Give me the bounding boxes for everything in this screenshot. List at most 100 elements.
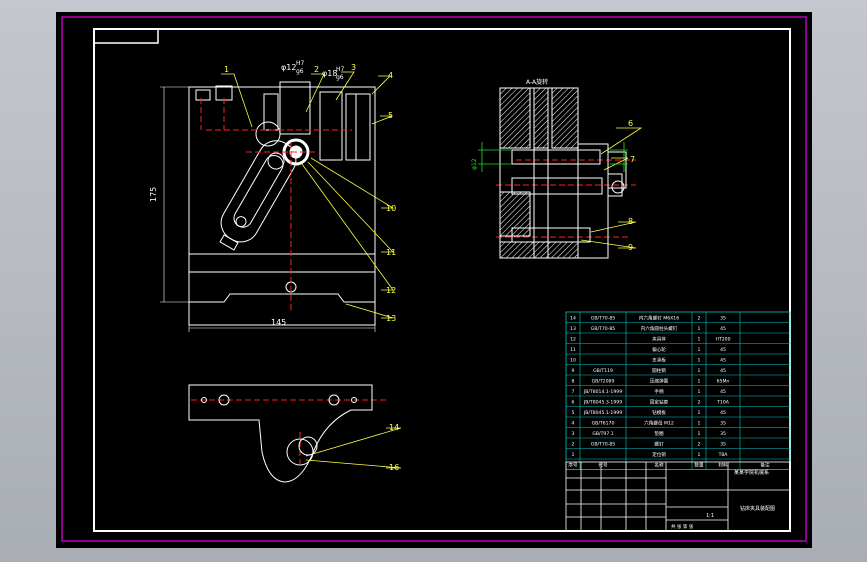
bom-cell: 垫圈 [654, 430, 664, 437]
bom-cell: 4 [572, 421, 575, 427]
bom-cell: 35 [720, 316, 726, 322]
bom-cell: JB/T8014.1-1999 [583, 389, 622, 395]
bom-cell: 45 [720, 368, 726, 374]
bom-cell: 12 [570, 337, 576, 343]
bom-cell: 1 [698, 326, 701, 332]
bom-cell: 1 [698, 368, 701, 374]
bom-cell: 偏心轮 [652, 346, 666, 353]
bom-cell: GB/T70-85 [591, 442, 615, 448]
bom-cell: HT200 [715, 337, 730, 343]
bom-cell: 支承板 [652, 357, 666, 364]
drawing-canvas[interactable]: 175 145 φ12 H7 g6 φ18 H7 g6 [56, 12, 812, 548]
magenta-frame [61, 16, 807, 542]
bom-cell: 8 [572, 379, 575, 385]
bom-cell: 65Mn [717, 379, 730, 385]
bom-cell: 1 [698, 452, 701, 458]
bom-cell: 1 [698, 337, 701, 343]
bom-cell: 1 [572, 452, 575, 458]
bom-cell: 手柄 [654, 388, 664, 395]
dim-d2b: H7 [336, 66, 345, 73]
bom-cell: 2 [572, 442, 575, 448]
dim-d1: φ12 [281, 63, 296, 72]
bom-cell: 35 [720, 421, 726, 427]
title-name: 钻床夹具装配图 [740, 505, 775, 512]
callout-8: 8 [628, 217, 633, 226]
callout-3: 3 [351, 63, 356, 72]
bom-cell: 1 [698, 347, 701, 353]
bom-cell: GB/T119 [593, 368, 613, 374]
bom-header-cell: 代号 [598, 462, 608, 469]
bom-cell: 45 [720, 326, 726, 332]
bom-cell: 定位销 [652, 451, 666, 458]
callout-6: 6 [628, 119, 633, 128]
bom-cell: 45 [720, 389, 726, 395]
bom-cell: 1 [698, 431, 701, 437]
bom-cell: 压缩弹簧 [650, 378, 669, 385]
dim-d1b: H7 [296, 60, 305, 67]
bom-header-cell: 备注 [760, 462, 770, 469]
bom-cell: 35 [720, 431, 726, 437]
bom-cell: 钻模板 [652, 409, 666, 416]
bom-cell: 45 [720, 410, 726, 416]
dim-width: 145 [271, 318, 286, 327]
bom-cell: 六角螺母 M12 [644, 420, 674, 427]
bom-cell: 14 [570, 316, 576, 322]
drawing-border [93, 28, 791, 532]
callout-2: 2 [314, 65, 319, 74]
title-sheet: 共 张 第 张 [671, 523, 694, 530]
callout-14: 14 [389, 423, 399, 432]
bom-cell: 1 [698, 358, 701, 364]
bom-cell: 螺钉 [654, 441, 664, 448]
title-scale: 1:1 [706, 513, 714, 519]
bom-cell: 5 [572, 410, 575, 416]
bom-cell: GB/T2089 [592, 379, 615, 385]
callout-4: 4 [388, 71, 393, 80]
plate-view [188, 384, 373, 483]
bom-cell: GB/T6170 [592, 421, 615, 427]
leader-lines [221, 71, 643, 469]
bom-cell: 13 [570, 326, 576, 332]
bom-cell: 2 [698, 316, 701, 322]
callout-5: 5 [388, 111, 393, 120]
cad-drawing: 175 145 φ12 H7 g6 φ18 H7 g6 [61, 16, 807, 542]
bom-cell: 固定钻套 [650, 399, 669, 406]
bom-header-cell: 名称 [654, 462, 664, 469]
bom-cell: T8A [718, 452, 729, 458]
callout-11: 11 [386, 248, 396, 257]
bom-header-cell: 序号 [568, 462, 578, 469]
bom-cell: 2 [698, 442, 701, 448]
bom-cell: 1 [698, 379, 701, 385]
bom-cell: 6 [572, 400, 575, 406]
bom-cell: 1 [698, 389, 701, 395]
dimension-lines [160, 86, 376, 332]
bom-cell: 7 [572, 389, 575, 395]
callout-10: 10 [386, 204, 396, 213]
bom-cell: 内六角圆柱头螺钉 [641, 325, 678, 332]
bom-header-cell: 材料 [718, 462, 728, 469]
callout-16: 16 [389, 463, 399, 472]
dim-height: 175 [149, 187, 158, 202]
bom-cell: 9 [572, 368, 575, 374]
bom-cell: T10A [716, 400, 730, 406]
title-school: 某某学院机械系 [734, 469, 769, 476]
section-view [499, 87, 627, 259]
bom-cell: 11 [570, 347, 576, 353]
callout-numbers: 1 2 3 4 5 6 7 8 9 10 11 12 13 14 16 [224, 63, 635, 472]
callout-13: 13 [386, 314, 396, 323]
title-block [565, 461, 791, 532]
bom-cell: JB/T8045.3-1999 [583, 400, 622, 406]
bom-cell: 1 [698, 410, 701, 416]
bom-cell: 内六角螺钉 M6X16 [639, 315, 679, 322]
bom-cell: 圆柱销 [652, 367, 666, 374]
bom-cell: GB/T70-85 [591, 326, 615, 332]
bom-cell: 45 [720, 347, 726, 353]
bom-cell: 10 [570, 358, 576, 364]
dim-side: φ12 [471, 158, 478, 170]
bom-header-cell: 数量 [694, 462, 704, 469]
bom-cell: 夹具体 [652, 336, 666, 343]
bom-cell: 45 [720, 358, 726, 364]
bom-cell: JB/T8045.1-1999 [583, 410, 622, 416]
bom-cell: GB/T97.1 [592, 431, 613, 437]
